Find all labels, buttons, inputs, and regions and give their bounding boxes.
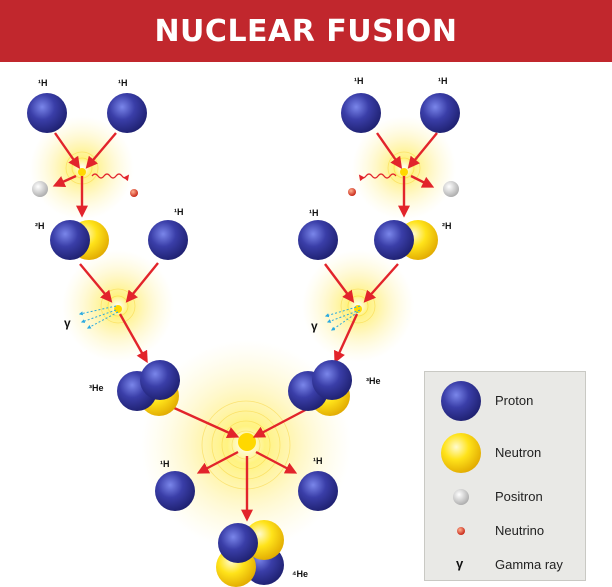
- label-gamma: γ: [64, 316, 71, 330]
- neutrino-wavy-paths: [91, 173, 397, 182]
- arrow: [252, 405, 312, 438]
- arrow: [118, 313, 148, 364]
- legend-neutron-swatch: [441, 433, 481, 473]
- arrow: [255, 450, 298, 474]
- label-he3: ³He: [89, 383, 104, 393]
- arrow: [376, 132, 403, 169]
- legend-gamma-symbol: γ: [456, 556, 464, 571]
- title-bar: NUCLEAR FUSION: [0, 0, 612, 62]
- label-h1: ¹H: [160, 459, 170, 469]
- label-h1: ¹H: [354, 76, 364, 86]
- proton: [27, 93, 67, 133]
- neutrino: [348, 188, 356, 196]
- arrow: [171, 405, 240, 438]
- arrow: [324, 263, 355, 303]
- arrow: [79, 263, 113, 303]
- label-h1: ¹H: [118, 78, 128, 88]
- gamma-streak: [86, 311, 119, 329]
- gamma-ray-streaks: [78, 305, 361, 331]
- gamma-streak: [331, 311, 359, 331]
- arrow: [410, 174, 435, 188]
- page-title: NUCLEAR FUSION: [154, 13, 458, 49]
- gamma-streak: [324, 305, 361, 318]
- legend-positron-label: Positron: [495, 489, 543, 504]
- reaction-arrows: [52, 132, 438, 522]
- positron: [32, 181, 48, 197]
- arrow: [54, 132, 81, 169]
- neutrino-path: [91, 173, 130, 182]
- neutrino-path: [358, 173, 397, 182]
- legend-swatches: γ: [441, 381, 481, 571]
- gamma-streak: [326, 309, 361, 323]
- legend-proton-label: Proton: [495, 393, 534, 408]
- arrow: [125, 262, 159, 303]
- proton: [420, 93, 460, 133]
- proton: [312, 360, 352, 400]
- label-h1: ¹H: [313, 456, 323, 466]
- label-h2: ²H: [442, 221, 452, 231]
- legend-gamma-label: Gamma ray: [495, 557, 563, 572]
- proton: [341, 93, 381, 133]
- arrow: [85, 132, 117, 169]
- particles: [27, 93, 460, 587]
- proton: [218, 523, 258, 563]
- isotope-labels: ¹H ¹H ¹H ¹H ²H ¹H ¹H ²H γ γ ³He ³He ¹H ¹…: [35, 76, 452, 579]
- legend-neutrino-label: Neutrino: [495, 523, 545, 538]
- reaction-glows: [30, 116, 456, 550]
- legend-proton-swatch: [441, 381, 481, 421]
- neutrino: [130, 189, 138, 197]
- legend: γ Proton Neutron Positron Neutrino Gamma…: [424, 371, 586, 581]
- arrow: [407, 132, 438, 169]
- proton: [298, 471, 338, 511]
- proton: [140, 360, 180, 400]
- proton: [50, 220, 90, 260]
- proton: [155, 471, 195, 511]
- proton: [148, 220, 188, 260]
- label-h1: ¹H: [174, 207, 184, 217]
- proton: [374, 220, 414, 260]
- arrow: [196, 450, 239, 474]
- proton: [298, 220, 338, 260]
- arrow: [363, 263, 399, 303]
- legend-neutrino-swatch: [457, 527, 465, 535]
- label-h1: ¹H: [438, 76, 448, 86]
- label-he3: ³He: [366, 376, 381, 386]
- label-h1: ¹H: [38, 78, 48, 88]
- arrow: [334, 313, 359, 364]
- label-gamma: γ: [311, 319, 318, 333]
- arrow: [52, 174, 77, 188]
- label-he4: ⁴He: [292, 569, 308, 579]
- proton: [107, 93, 147, 133]
- label-h2: ²H: [35, 221, 45, 231]
- label-h1: ¹H: [309, 208, 319, 218]
- legend-positron-swatch: [453, 489, 469, 505]
- positron: [443, 181, 459, 197]
- legend-neutron-label: Neutron: [495, 445, 542, 460]
